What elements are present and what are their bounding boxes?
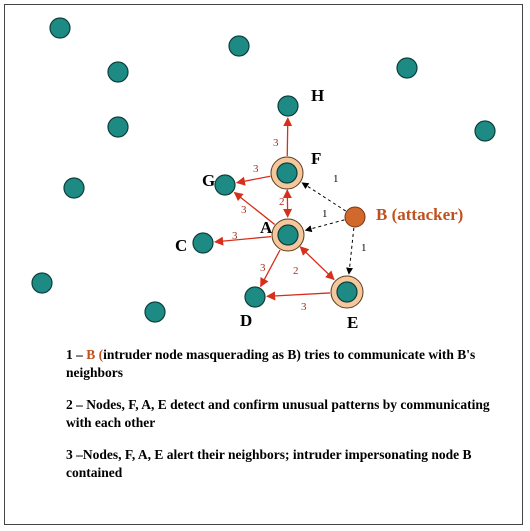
legend-step-3: 3 –Nodes, F, A, E alert their neighbors;… xyxy=(66,447,472,480)
edge-label-a-e: 2 xyxy=(293,265,299,277)
ambient-node-1 xyxy=(49,17,71,39)
edge-label-b-e: 1 xyxy=(361,242,367,254)
diagram-frame xyxy=(4,4,523,525)
labels-layer: 1 1 1 3 3 2 3 3 3 2 3 H F G A C D E B (attacker) xyxy=(175,86,463,332)
legend-step-1: 1 – B (intruder node masquerading as B) … xyxy=(66,346,516,382)
edge-label-a-c: 3 xyxy=(232,230,238,242)
ambient-node-5 xyxy=(107,116,129,138)
attacker-label: B (attacker) xyxy=(376,205,463,224)
edges-layer xyxy=(214,117,355,301)
edge-label-e-d: 3 xyxy=(301,301,307,313)
edge-a-d xyxy=(260,249,281,288)
legend: 1 – B (intruder node masquerading as B) … xyxy=(66,346,516,496)
node-f xyxy=(276,162,298,184)
step1-b: B ( xyxy=(86,347,104,362)
legend-step-2: 2 – Nodes, F, A, E detect and confirm un… xyxy=(66,397,490,430)
nodes-layer xyxy=(31,17,496,323)
edge-f-g xyxy=(235,175,271,186)
node-h xyxy=(277,95,299,117)
ambient-node-3 xyxy=(107,61,129,83)
node-label-e: E xyxy=(347,313,358,332)
edge-b-a xyxy=(304,219,345,233)
ambient-node-7 xyxy=(63,177,85,199)
edge-label-f-h: 3 xyxy=(273,137,279,149)
edge-e-d xyxy=(266,291,331,301)
edge-label-a-g: 3 xyxy=(241,204,247,216)
node-a xyxy=(277,224,299,246)
edge-label-b-a: 1 xyxy=(322,208,328,220)
node-label-h: H xyxy=(311,86,324,105)
edge-label-b-f: 1 xyxy=(333,173,339,185)
ambient-node-6 xyxy=(474,120,496,142)
step1-prefix: 1 – xyxy=(66,347,87,362)
node-d xyxy=(244,286,266,308)
node-label-a: A xyxy=(260,218,273,237)
ambient-node-8 xyxy=(31,272,53,294)
node-g xyxy=(214,174,236,196)
node-e xyxy=(336,281,358,303)
node-label-g: G xyxy=(202,171,215,190)
node-label-c: C xyxy=(175,236,187,255)
edge-b-e xyxy=(346,227,355,275)
node-label-d: D xyxy=(240,311,252,330)
edge-f-h xyxy=(283,117,293,157)
edge-label-f-g: 3 xyxy=(253,163,259,175)
step1-text: intruder node masquerading as B) tries t… xyxy=(66,347,476,380)
attacker-node xyxy=(344,206,366,228)
edge-a-g xyxy=(233,191,276,225)
edge-b-f xyxy=(301,182,347,212)
edge-label-a-d: 3 xyxy=(260,262,266,274)
edge-a-c xyxy=(214,235,272,246)
ambient-node-2 xyxy=(228,35,250,57)
node-c xyxy=(192,232,214,254)
edge-a-e xyxy=(299,246,335,281)
ambient-node-9 xyxy=(144,301,166,323)
ambient-node-4 xyxy=(396,57,418,79)
node-label-f: F xyxy=(311,149,321,168)
edge-label-f-a: 2 xyxy=(279,196,285,208)
